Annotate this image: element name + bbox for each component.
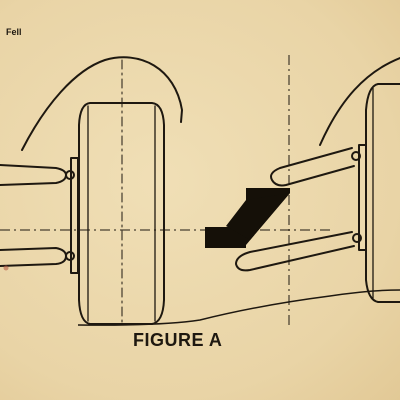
right-wheel-assembly: [235, 57, 400, 303]
right-fender-arc: [319, 57, 400, 146]
left-lower-arm: [0, 247, 67, 267]
right-upper-ball-joint: [351, 151, 361, 161]
right-tire: [365, 83, 400, 303]
left-upper-arm: [0, 164, 67, 186]
left-fender-arc: [21, 56, 183, 151]
right-lower-ball-joint: [352, 233, 362, 243]
left-wheel-assembly: [0, 56, 183, 326]
right-lower-arm: [235, 231, 355, 272]
paper-stain: [3, 265, 9, 271]
left-hub-plate: [70, 157, 79, 274]
right-hub-plate: [358, 144, 367, 251]
artist-credit: Fell: [6, 27, 22, 37]
right-upper-arm: [270, 147, 355, 187]
ground-line: [77, 289, 400, 326]
offset-block-shadow: [226, 193, 290, 240]
left-upper-ball-joint: [65, 170, 75, 180]
figure-caption: FIGURE A: [133, 330, 223, 350]
left-lower-ball-joint: [65, 251, 75, 261]
